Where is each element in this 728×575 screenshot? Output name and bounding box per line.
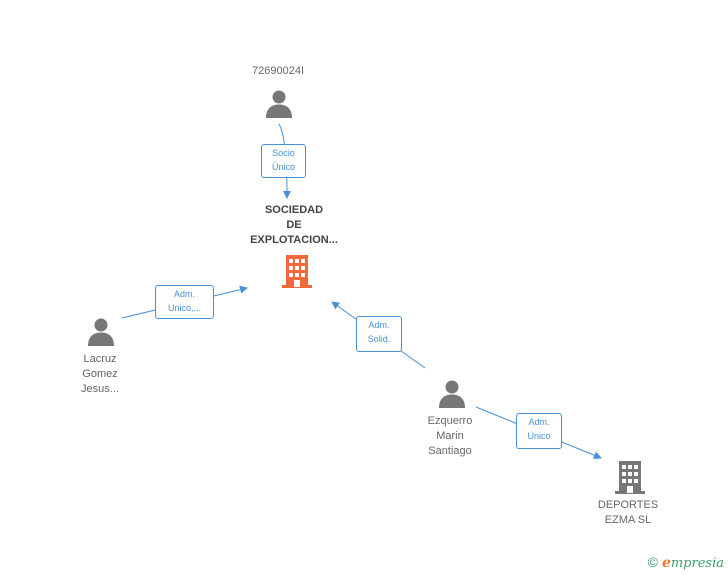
top-person-label[interactable]: 72690024I [252, 65, 304, 77]
copyright-symbol: © [647, 554, 658, 570]
edge-label-adm-unico-left[interactable]: Adm. Unico,... [155, 285, 214, 319]
edge-label-adm-solid[interactable]: Adm. Solid. [356, 316, 402, 352]
person-icon[interactable] [86, 316, 116, 346]
building-icon[interactable] [614, 459, 646, 495]
edge-label-socio-unico[interactable]: Socio Único [261, 144, 306, 178]
right-person-label[interactable]: Ezquerro Marin Santiago [427, 415, 473, 457]
empresia-logo[interactable]: ©empresia [648, 554, 724, 571]
bottom-company-label[interactable]: DEPORTES EZMA SL [597, 499, 659, 526]
left-person-label[interactable]: Lacruz Gomez Jesus... [81, 353, 119, 395]
building-icon[interactable] [281, 253, 313, 289]
edge-label-adm-unico-right[interactable]: Adm. Unico [516, 413, 562, 449]
person-icon[interactable] [437, 378, 467, 408]
brand-e: e [661, 555, 671, 571]
main-company-label[interactable]: SOCIEDAD DE EXPLOTACION... [250, 204, 338, 246]
brand-name: mpresia [670, 556, 724, 571]
person-icon[interactable] [264, 88, 294, 118]
